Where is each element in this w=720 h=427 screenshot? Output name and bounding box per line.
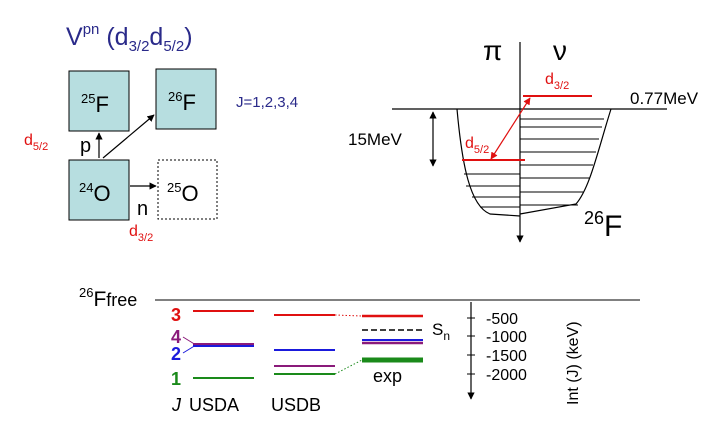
j-axis-label: J <box>171 395 182 415</box>
label-exp: exp <box>373 366 402 386</box>
box-o24 <box>68 159 130 221</box>
tick-1500: -1500 <box>486 348 527 365</box>
j-label-4: 4 <box>171 327 181 347</box>
label-f25: 25F <box>81 91 109 117</box>
axis-ticks <box>467 317 475 375</box>
label-o24: 24O <box>79 180 111 206</box>
j-label-2: 2 <box>171 344 181 364</box>
label-d52-chart: d5/2 <box>24 132 48 153</box>
tick-500: -500 <box>486 311 518 328</box>
label-proton: p <box>80 135 91 157</box>
label-d32-chart: d3/2 <box>129 223 153 244</box>
label-f26-well: 26F <box>584 208 622 243</box>
j-label-1: 1 <box>171 369 181 389</box>
label-depth: 15MeV <box>348 130 403 149</box>
label-d52-well: d5/2 <box>465 135 489 156</box>
label-nu: ν <box>553 35 567 66</box>
tick-2000: -2000 <box>486 367 527 384</box>
label-sn: Sn <box>432 320 450 343</box>
link-j1 <box>334 359 363 375</box>
label-usdb: USDB <box>271 395 321 415</box>
link-j3 <box>334 314 363 317</box>
j-values: J=1,2,3,4 <box>236 94 298 111</box>
neutron-levels <box>520 118 604 206</box>
label-neutron: n <box>137 198 148 220</box>
box-f26 <box>155 68 217 130</box>
tick-1000: -1000 <box>486 329 527 346</box>
label-level-energy: 0.77MeV <box>630 89 699 108</box>
j-label-3: 3 <box>171 305 181 325</box>
proton-levels <box>464 173 520 208</box>
label-f26-free: 26Ffree <box>79 285 137 311</box>
well-neutron-side <box>519 108 612 215</box>
label-o25: 25O <box>167 180 199 206</box>
well-proton-side <box>456 108 521 217</box>
transition-arrow <box>490 97 531 160</box>
title: Vpn (d3/2d5/2) <box>66 21 193 55</box>
box-f25 <box>68 70 130 132</box>
label-usda: USDA <box>189 395 239 415</box>
axis-label: Int (J) (keV) <box>565 321 582 405</box>
label-pi: π <box>483 35 502 66</box>
label-f26: 26F <box>168 89 196 115</box>
label-d32-well: d3/2 <box>545 71 569 92</box>
box-o25 <box>157 159 218 220</box>
arrow-diag <box>102 114 155 159</box>
